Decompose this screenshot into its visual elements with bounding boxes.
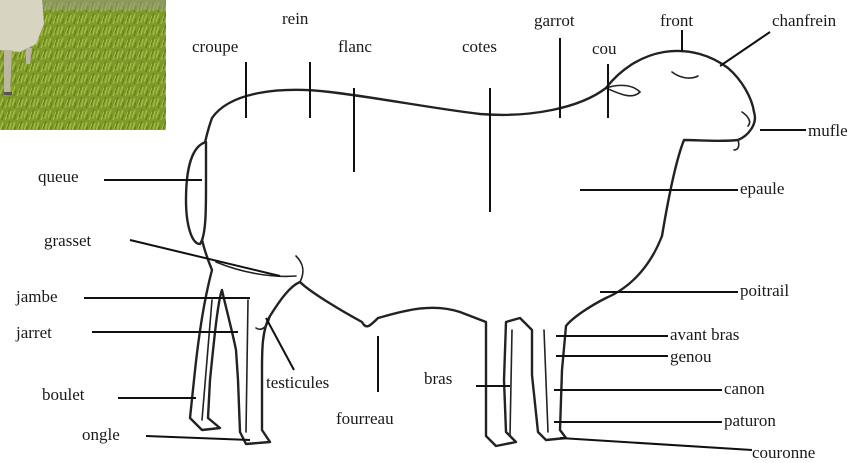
sheep-photo <box>0 0 166 130</box>
label-epaule: epaule <box>740 179 784 198</box>
label-jambe: jambe <box>15 287 58 306</box>
label-genou: genou <box>670 347 712 366</box>
label-chanfrein: chanfrein <box>772 11 837 30</box>
label-avant-bras: avant bras <box>670 325 739 344</box>
label-jarret: jarret <box>15 323 52 342</box>
label-mufle: mufle <box>808 121 848 140</box>
label-cou: cou <box>592 39 617 58</box>
label-rein: rein <box>282 9 309 28</box>
label-cotes: cotes <box>462 37 497 56</box>
label-ongle: ongle <box>82 425 120 444</box>
label-grasset: grasset <box>44 231 91 250</box>
label-fourreau: fourreau <box>336 409 394 428</box>
label-poitrail: poitrail <box>740 281 789 300</box>
label-front: front <box>660 11 693 30</box>
label-paturon: paturon <box>724 411 776 430</box>
label-croupe: croupe <box>192 37 238 56</box>
label-garrot: garrot <box>534 11 575 30</box>
label-couronne: couronne <box>752 443 815 462</box>
label-flanc: flanc <box>338 37 372 56</box>
label-queue: queue <box>38 167 79 186</box>
label-boulet: boulet <box>42 385 85 404</box>
label-canon: canon <box>724 379 765 398</box>
label-bras: bras <box>424 369 452 388</box>
label-testicules: testicules <box>266 373 329 392</box>
